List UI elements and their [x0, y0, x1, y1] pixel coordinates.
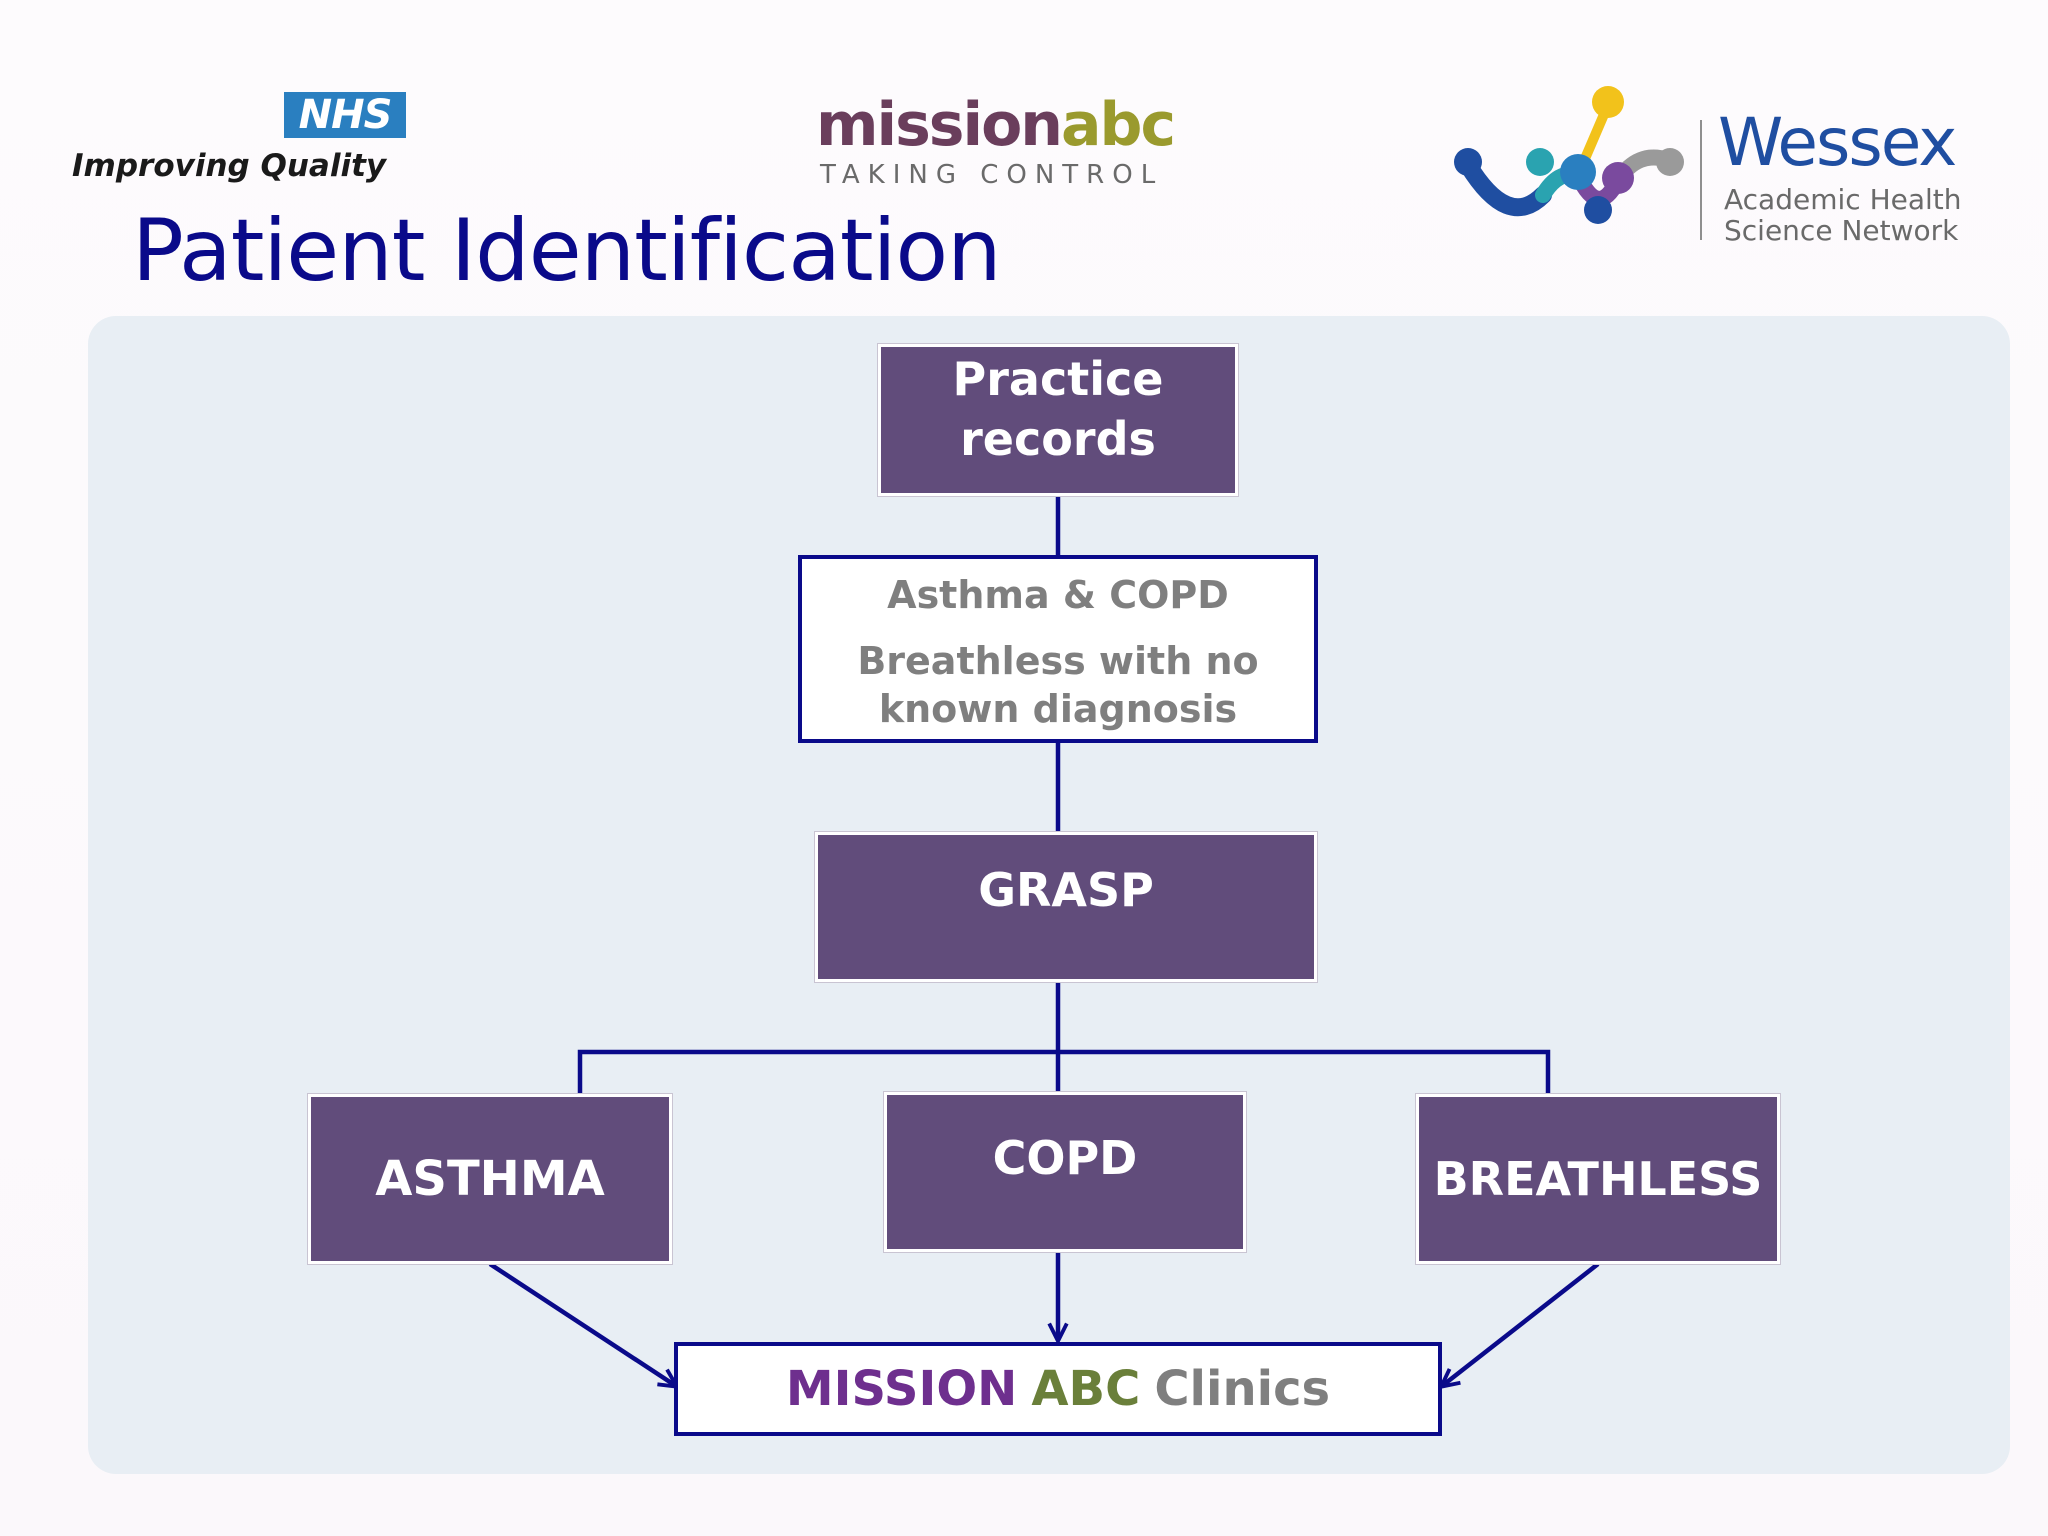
connector-branch-bar [577, 1049, 1551, 1094]
clinics-label-abc: ABC [1031, 1361, 1141, 1417]
nhs-logo-tagline: Improving Quality [72, 148, 387, 184]
node-grasp: GRASP [815, 832, 1317, 982]
wessex-divider [1700, 120, 1702, 240]
node-asthma: ASTHMA [308, 1094, 672, 1264]
arrow-breathless-to-clinics [1442, 1262, 1600, 1386]
page-title: Patient Identification [132, 201, 1002, 301]
node-practice-records-line2: records [960, 412, 1156, 466]
mission-word: mission [816, 90, 1063, 160]
nhs-logo: NHS Improving Quality [72, 92, 412, 192]
wessex-subtitle-line1: Academic Health [1724, 183, 1962, 216]
clinics-label-clinics: Clinics [1154, 1361, 1331, 1417]
arrow-asthma-to-clinics [488, 1262, 676, 1386]
mission-abc-subtitle: TAKING CONTROL [820, 160, 1164, 190]
nhs-logo-box: NHS [284, 92, 406, 138]
node-copd: COPD [884, 1092, 1246, 1252]
wessex-subtitle-line2: Science Network [1724, 214, 1959, 247]
node-breathless: BREATHLESS [1416, 1094, 1780, 1264]
node-practice-records-line1: Practice [952, 352, 1164, 406]
wessex-logo: Wessex Academic Health Science Network [1448, 80, 1978, 250]
wessex-network-icon [1454, 86, 1684, 224]
node-mission-abc-clinics: MISSION ABC Clinics [674, 1342, 1442, 1436]
wessex-subtitle: Academic Health Science Network [1724, 184, 1984, 246]
node-conditions: Asthma & COPD Breathless with no known d… [798, 555, 1318, 743]
node-conditions-line2: Breathless with no known diagnosis [857, 639, 1259, 731]
clinics-label-mission: MISSION [785, 1361, 1018, 1417]
node-conditions-line1: Asthma & COPD [887, 573, 1229, 617]
wessex-name: Wessex [1718, 104, 1957, 181]
abc-word: abc [1061, 90, 1176, 160]
mission-abc-wordmark: missionabc [816, 90, 1176, 160]
mission-abc-logo: missionabc TAKING CONTROL [816, 90, 1236, 190]
node-practice-records: Practice records [878, 344, 1238, 496]
